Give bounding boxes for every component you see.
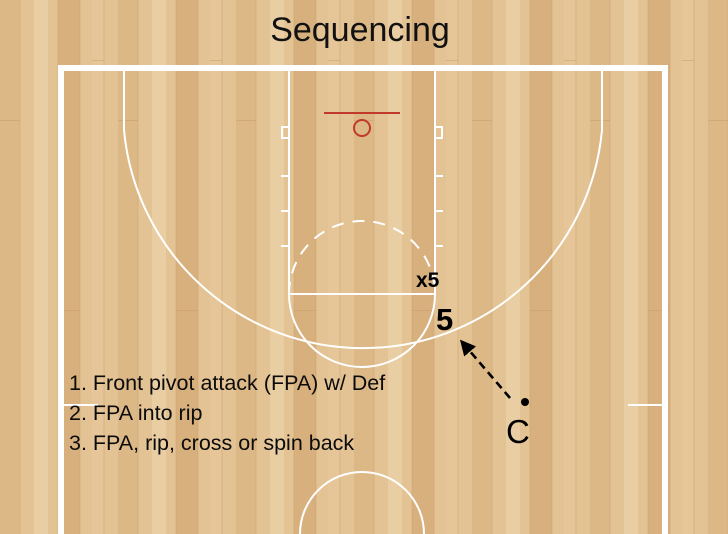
center-circle [299,471,425,534]
free-throw-circle-dashed [288,220,436,295]
free-throw-circle [288,293,436,368]
drill-notes: 1. Front pivot attack (FPA) w/ Def 2. FP… [69,368,429,458]
note-1: 1. Front pivot attack (FPA) w/ Def [69,371,386,395]
court-boundary [58,65,668,534]
coach-dot [521,398,529,406]
hoop [353,119,371,137]
diagram-title: Sequencing [270,11,450,49]
offensive-player-5: 5 [436,302,453,337]
note-2: 2. FPA into rip [69,401,203,425]
defender-x5: x5 [416,269,440,292]
note-3: 3. FPA, rip, cross or spin back [69,431,355,455]
coach-c: C [506,413,530,450]
lane-hash-marks [281,126,443,247]
lane [288,68,436,295]
three-point-line [123,68,603,350]
